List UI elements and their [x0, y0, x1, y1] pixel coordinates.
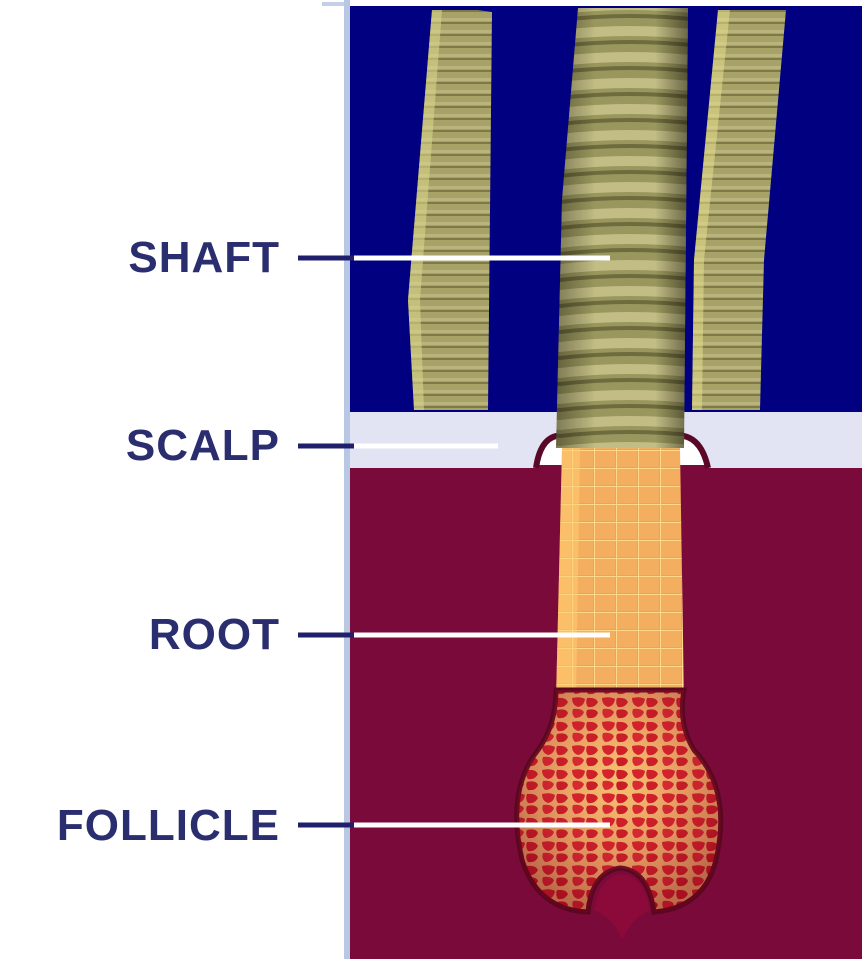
label-shaft: SHAFT [128, 236, 280, 280]
top-border [322, 0, 862, 6]
label-follicle: FOLLICLE [57, 804, 280, 848]
panel-left-border [344, 0, 350, 959]
label-root: ROOT [149, 613, 280, 657]
label-scalp: SCALP [126, 424, 280, 468]
